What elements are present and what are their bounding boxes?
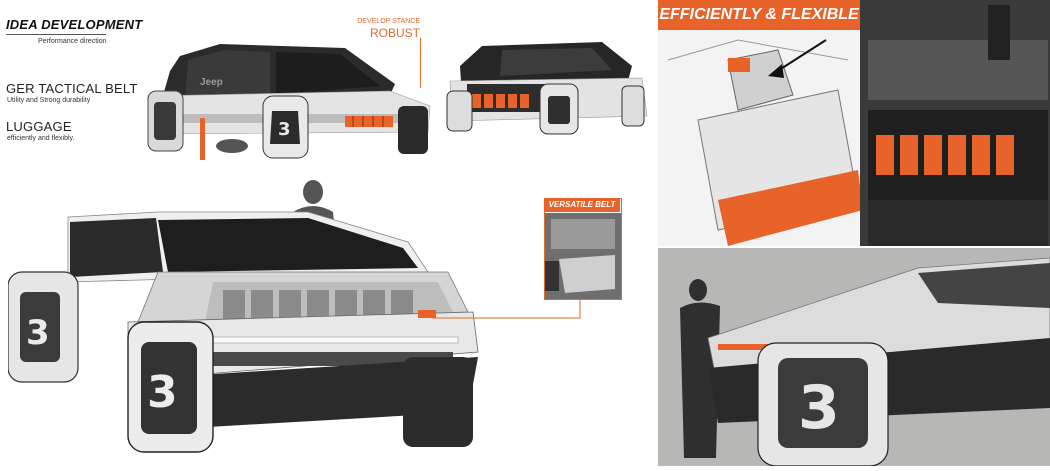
- versatile-belt-photo: [545, 213, 621, 299]
- feature-title-luggage: LUGGAGE: [6, 119, 72, 134]
- rear-detail-render: 3: [658, 248, 1050, 467]
- side-view-sketch: 3: [147, 44, 431, 160]
- feature-desc-luggage: efficiently and flexibly.: [7, 135, 75, 142]
- svg-text:3: 3: [278, 119, 291, 140]
- rear-view-sketch: [446, 42, 648, 135]
- rear-detail-panel: 3: [658, 248, 1050, 467]
- svg-text:3: 3: [26, 313, 50, 353]
- jeep-badge: Jeep: [200, 77, 223, 88]
- robust-label: ROBUST: [369, 26, 420, 40]
- feature-title-tactical-belt: GER TACTICAL BELT: [6, 81, 138, 96]
- svg-text:3: 3: [147, 367, 178, 418]
- front-view-sketch: 3 3: [8, 180, 479, 453]
- efficiency-sketch: [658, 0, 1050, 246]
- page-title: IDEA DEVELOPMENT: [6, 17, 143, 32]
- page-subtitle: Performance direction: [38, 38, 107, 45]
- develop-stance-label: DEVELOP STANCE: [357, 18, 420, 25]
- versatile-belt-callout-line: [432, 295, 581, 319]
- svg-text:3: 3: [798, 373, 840, 443]
- versatile-belt-label: VERSATILE BELT: [544, 198, 620, 212]
- feature-desc-tactical-belt: Utility and Strong durability: [7, 97, 91, 104]
- title-divider: [6, 34, 106, 35]
- versatile-belt-inset: [544, 198, 622, 300]
- robust-callout-line: [420, 38, 421, 88]
- efficiently-flexible-label: EFFICIENTLY & FLEXIBLE: [658, 0, 860, 30]
- efficiency-panel: [658, 0, 1050, 246]
